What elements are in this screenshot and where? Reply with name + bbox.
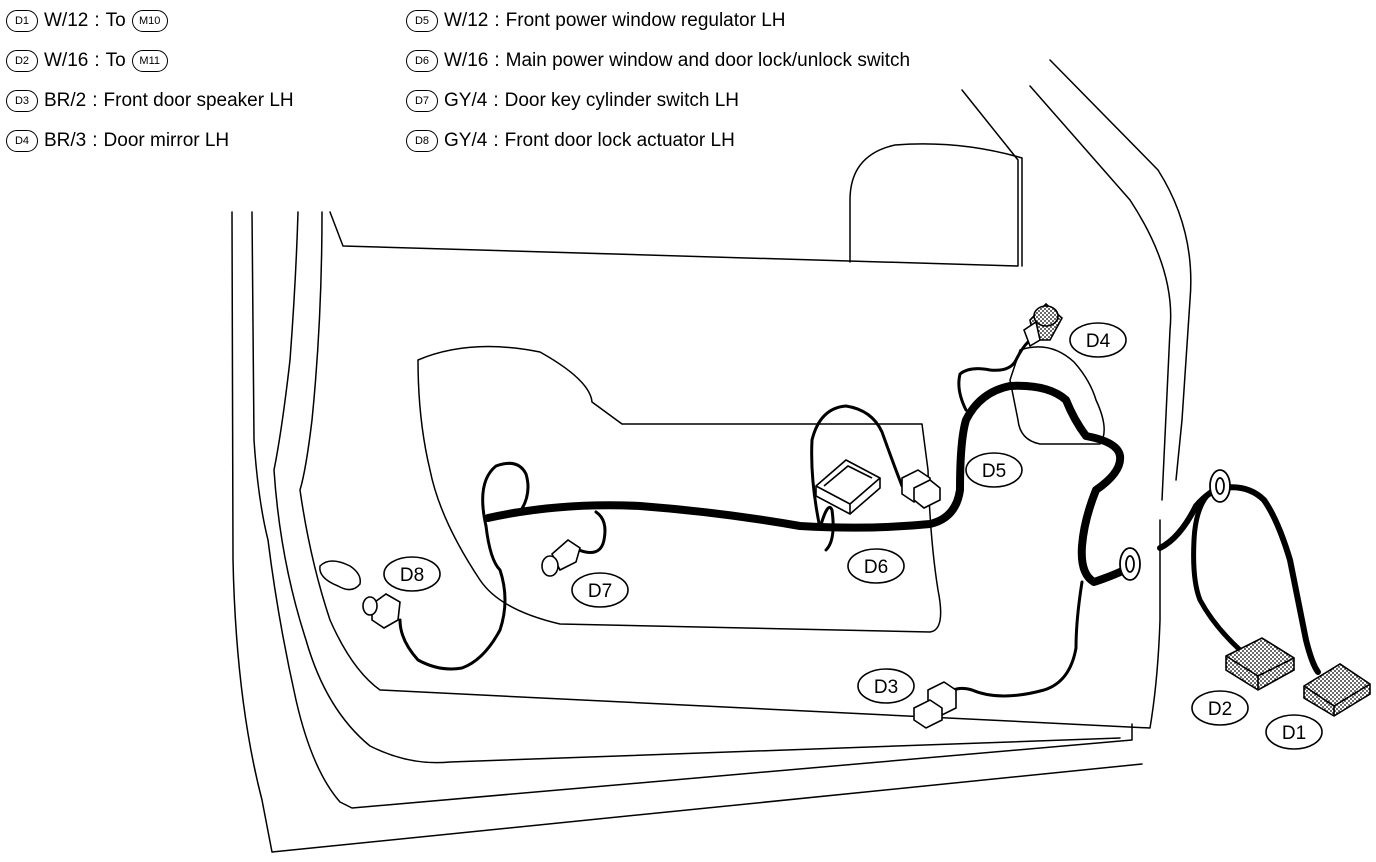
- connector-description: To: [105, 10, 126, 31]
- connector-d7: [541, 538, 581, 577]
- callout-d3: D3: [857, 668, 915, 704]
- svg-text:D4: D4: [1086, 331, 1111, 352]
- separator: :: [92, 90, 98, 111]
- connector-description: Door key cylinder switch LH: [504, 90, 740, 111]
- separator: :: [493, 90, 499, 111]
- thin-wires: [398, 340, 1084, 698]
- inner-panel-outline: [417, 345, 1105, 633]
- callout-d4: D4: [1069, 322, 1127, 358]
- svg-text:D6: D6: [864, 557, 888, 578]
- wire-code: GY/4: [444, 130, 488, 151]
- connector-d8: [362, 593, 401, 629]
- connector-description: Main power window and door lock/unlock s…: [505, 50, 911, 71]
- legend-row-d8: D8 GY/4 : Front door lock actuator LH: [406, 126, 735, 156]
- target-connector-badge: M11: [131, 50, 168, 72]
- separator: :: [494, 10, 500, 31]
- separator: :: [94, 50, 100, 71]
- door-outline: [231, 59, 1192, 853]
- connector-badge: D8: [406, 130, 438, 152]
- connector-badge: D6: [406, 50, 438, 72]
- wire-code: GY/4: [444, 90, 488, 111]
- callout-d8: D8: [383, 556, 441, 592]
- svg-text:D8: D8: [400, 565, 424, 586]
- callout-d7: D7: [571, 572, 629, 608]
- connector-badge: D3: [6, 90, 38, 112]
- door-handle-recess: [319, 560, 362, 591]
- svg-text:D5: D5: [982, 461, 1006, 482]
- legend-row-d7: D7 GY/4 : Door key cylinder switch LH: [406, 86, 739, 116]
- separator: :: [92, 130, 98, 151]
- connector-d3: [913, 681, 957, 729]
- connector-badge: D5: [406, 10, 438, 32]
- connector-badge: D4: [6, 130, 38, 152]
- separator: :: [493, 130, 499, 151]
- wire-code: BR/2: [44, 90, 87, 111]
- connector-description: To: [105, 50, 126, 71]
- legend-row-d6: D6 W/16 : Main power window and door loc…: [406, 46, 910, 76]
- svg-text:D3: D3: [874, 677, 898, 698]
- connector-d1: [1303, 663, 1371, 717]
- connector-description: Front door lock actuator LH: [504, 130, 735, 151]
- legend-row-d2: D2 W/16 : To M11: [6, 46, 168, 76]
- connector-d5: [901, 469, 941, 509]
- connector-d6: [815, 459, 881, 515]
- grommets: [1119, 469, 1231, 581]
- svg-text:D2: D2: [1208, 699, 1232, 720]
- wire-code: W/12: [44, 10, 89, 31]
- legend-row-d5: D5 W/12 : Front power window regulator L…: [406, 6, 786, 36]
- callout-d6: D6: [847, 548, 905, 584]
- callout-d5: D5: [965, 452, 1023, 488]
- svg-text:D1: D1: [1282, 723, 1306, 744]
- legend-row-d4: D4 BR/3 : Door mirror LH: [6, 126, 229, 156]
- connector-description: Front power window regulator LH: [505, 10, 786, 31]
- wire-code: W/12: [444, 10, 489, 31]
- wire-code: BR/3: [44, 130, 87, 151]
- connector-badge: D7: [406, 90, 438, 112]
- connector-description: Front door speaker LH: [103, 90, 294, 111]
- legend-row-d3: D3 BR/2 : Front door speaker LH: [6, 86, 294, 116]
- legend-row-d1: D1 W/12 : To M10: [6, 6, 168, 36]
- main-harness: [484, 381, 1321, 675]
- target-connector-badge: M10: [131, 10, 168, 32]
- connector-d4: [1023, 302, 1064, 348]
- wire-code: W/16: [44, 50, 89, 71]
- separator: :: [494, 50, 500, 71]
- wire-code: W/16: [444, 50, 489, 71]
- connector-badge: D2: [6, 50, 38, 72]
- connector-d2: [1225, 637, 1295, 691]
- svg-text:D7: D7: [588, 581, 612, 602]
- connector-description: Door mirror LH: [103, 130, 230, 151]
- separator: :: [94, 10, 100, 31]
- connector-badge: D1: [6, 10, 38, 32]
- callout-d2: D2: [1191, 690, 1249, 726]
- callout-d1: D1: [1265, 714, 1323, 750]
